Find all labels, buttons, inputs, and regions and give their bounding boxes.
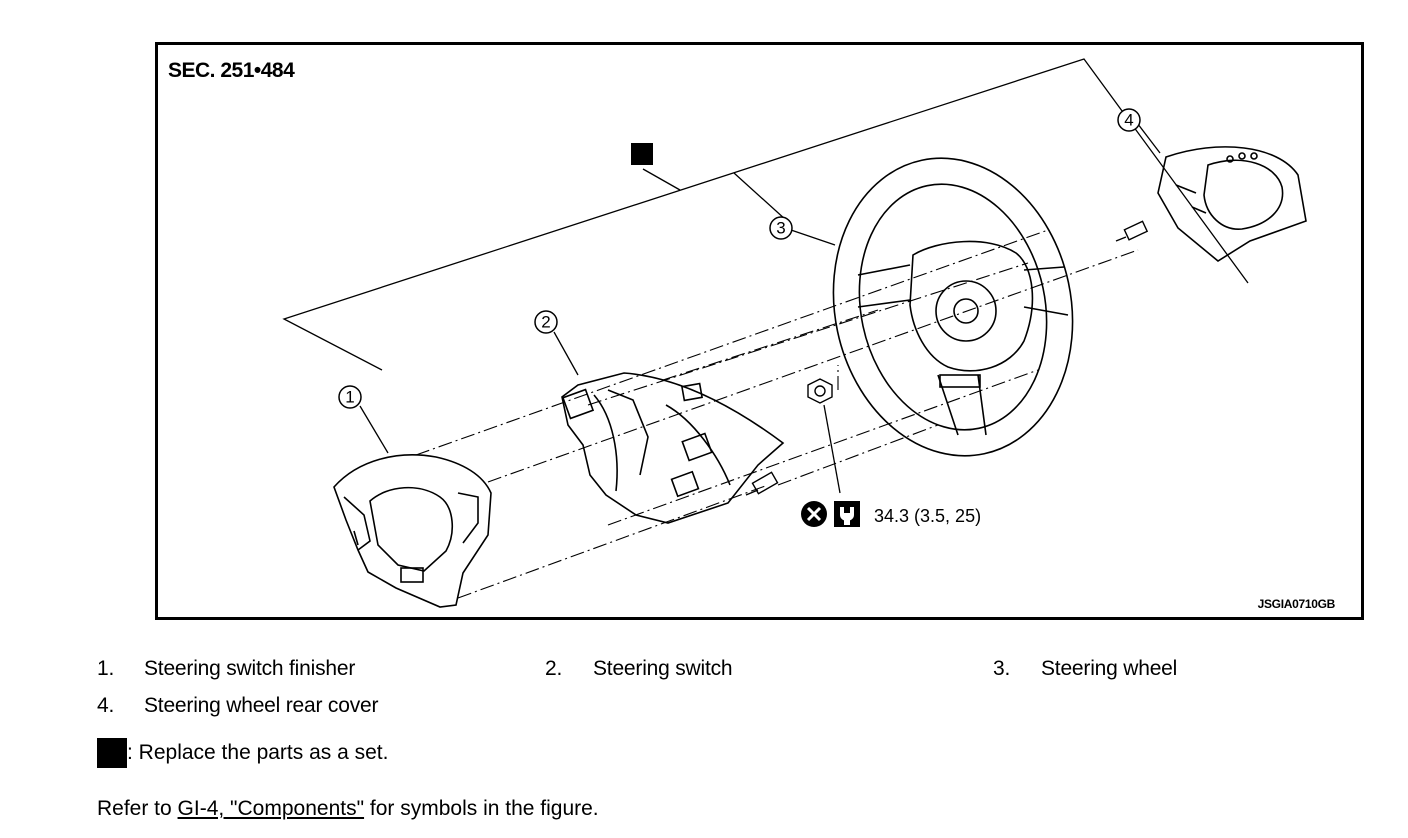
legend-label: Steering wheel — [1041, 657, 1178, 680]
rear-cover-screw — [1115, 220, 1149, 242]
steering-wheel-nut — [807, 378, 833, 404]
callout-3: 3 — [769, 216, 793, 240]
section-number: SEC. 251•484 — [168, 59, 295, 82]
legend-number: 3. — [993, 657, 1011, 680]
legend-number: 1. — [97, 657, 115, 680]
svg-text:1: 1 — [345, 388, 354, 407]
set-replacement-square-icon — [97, 738, 127, 768]
legend-number: 4. — [97, 694, 115, 717]
legend-label: Steering switch — [593, 657, 733, 680]
torque-value: 34.3 (3.5, 25) — [874, 506, 982, 526]
callout-3-leader — [733, 172, 787, 221]
set-replacement-square — [631, 143, 653, 165]
components-link[interactable]: GI-4, "Components" — [177, 797, 365, 820]
svg-text:3: 3 — [776, 219, 785, 238]
exploded-view-figure: 1 2 3 4 SEC. 25 — [155, 42, 1364, 620]
callout-1: 1 — [338, 385, 362, 409]
reference-prefix: Refer to — [97, 797, 178, 820]
steering-wheel-rear-cover — [1157, 146, 1307, 262]
callout-1-leader — [359, 405, 389, 454]
steering-switch-finisher — [333, 454, 492, 608]
do-not-reuse-icon — [801, 501, 827, 527]
legend-number: 2. — [545, 657, 563, 680]
steering-wheel — [832, 157, 1074, 457]
legend-label: Steering wheel rear cover — [144, 694, 379, 717]
set-replacement-note: : Replace the parts as a set. — [97, 738, 388, 768]
reference-note: Refer to GI-4, "Components" for symbols … — [97, 797, 599, 821]
steering-switch — [561, 372, 785, 524]
callout-2: 2 — [534, 310, 558, 334]
set-note-text: : Replace the parts as a set. — [127, 741, 389, 764]
set-leader-line — [642, 168, 681, 191]
svg-text:4: 4 — [1124, 111, 1133, 130]
set-bracket-line — [282, 58, 1249, 371]
nut-leader — [823, 404, 841, 494]
figure-code: JSGIA0710GB — [1257, 597, 1336, 611]
reference-suffix: for symbols in the figure. — [364, 797, 599, 820]
legend-label: Steering switch finisher — [144, 657, 356, 680]
switch-screw — [745, 471, 779, 496]
steering-wheel-exploded-diagram: 1 2 3 4 — [282, 58, 1307, 608]
torque-wrench-icon — [834, 501, 860, 527]
svg-text:2: 2 — [541, 313, 550, 332]
callout-2-leader — [553, 331, 579, 376]
callout-4: 4 — [1117, 108, 1141, 132]
